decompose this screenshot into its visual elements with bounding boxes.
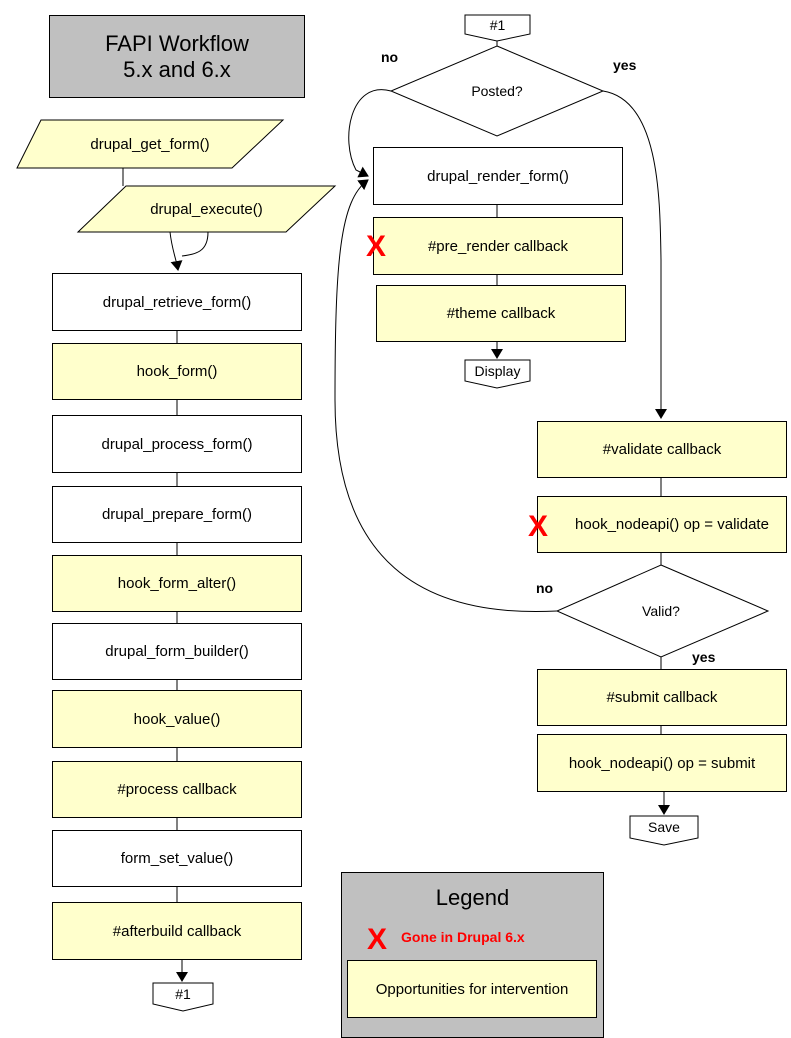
step-drupal-prepare-form: drupal_prepare_form() — [52, 486, 302, 543]
drupal-get-form-label: drupal_get_form() — [90, 135, 210, 153]
connector-out-shape — [152, 982, 214, 1012]
legend-panel: Legend X Gone in Drupal 6.x Opportunitie… — [341, 872, 604, 1038]
execute-merge-curve — [181, 231, 209, 257]
posted-decision-shape — [389, 45, 605, 137]
execute-to-retrieve-curve — [169, 231, 183, 271]
save-shape — [629, 815, 699, 846]
step-drupal-retrieve-form: drupal_retrieve_form() — [52, 273, 302, 331]
step-hook-form-alter: hook_form_alter() — [52, 555, 302, 612]
step-drupal-process-form: drupal_process_form() — [52, 415, 302, 473]
display-label: Display — [474, 362, 521, 379]
diagram-title: FAPI Workflow 5.x and 6.x — [49, 15, 305, 98]
step-hook-value: hook_value() — [52, 690, 302, 748]
step-submit-callback: #submit callback — [537, 669, 787, 726]
save-label: Save — [648, 819, 680, 835]
connector-in-label: #1 — [489, 17, 506, 33]
connector-out-label: #1 — [175, 985, 191, 1002]
valid-yes-label: yes — [692, 649, 716, 665]
step-afterbuild-callback: #afterbuild callback — [52, 902, 302, 960]
legend-gone-label: Gone in Drupal 6.x — [401, 929, 525, 945]
drupal-execute-label: drupal_execute() — [150, 200, 263, 218]
step-theme-callback: #theme callback — [376, 285, 626, 342]
step-drupal-render-form: drupal_render_form() — [373, 147, 623, 205]
step-drupal-form-builder: drupal_form_builder() — [52, 623, 302, 680]
valid-question: Valid? — [642, 603, 680, 619]
valid-no-label: no — [536, 580, 554, 596]
connector-in-shape — [464, 14, 531, 42]
drupal-execute-shape — [76, 185, 337, 233]
drupal-get-form-shape — [16, 119, 285, 169]
step-process-callback: #process callback — [52, 761, 302, 818]
legend-gone-mark: X — [367, 923, 388, 956]
gone-mark-nodeapi-validate: X — [528, 510, 549, 543]
step-hook-form: hook_form() — [52, 343, 302, 400]
valid-no-path — [334, 179, 558, 613]
legend-opportunity-sample: Opportunities for intervention — [347, 960, 597, 1018]
posted-question: Posted? — [471, 83, 523, 99]
step-form-set-value: form_set_value() — [52, 830, 302, 887]
posted-no-label: no — [381, 49, 399, 65]
step-hook-nodeapi-validate: hook_nodeapi() op = validate — [537, 496, 787, 553]
title-line-1: FAPI Workflow — [105, 30, 249, 56]
step-validate-callback: #validate callback — [537, 421, 787, 478]
gone-mark-pre-render: X — [366, 230, 387, 263]
posted-no-path — [348, 89, 392, 178]
legend-title: Legend — [435, 885, 510, 910]
step-hook-nodeapi-submit: hook_nodeapi() op = submit — [537, 734, 787, 792]
posted-yes-path — [602, 90, 667, 419]
title-line-2: 5.x and 6.x — [123, 56, 231, 82]
step-pre-render-callback: #pre_render callback — [373, 217, 623, 275]
posted-yes-label: yes — [613, 57, 637, 73]
display-shape — [464, 359, 531, 389]
